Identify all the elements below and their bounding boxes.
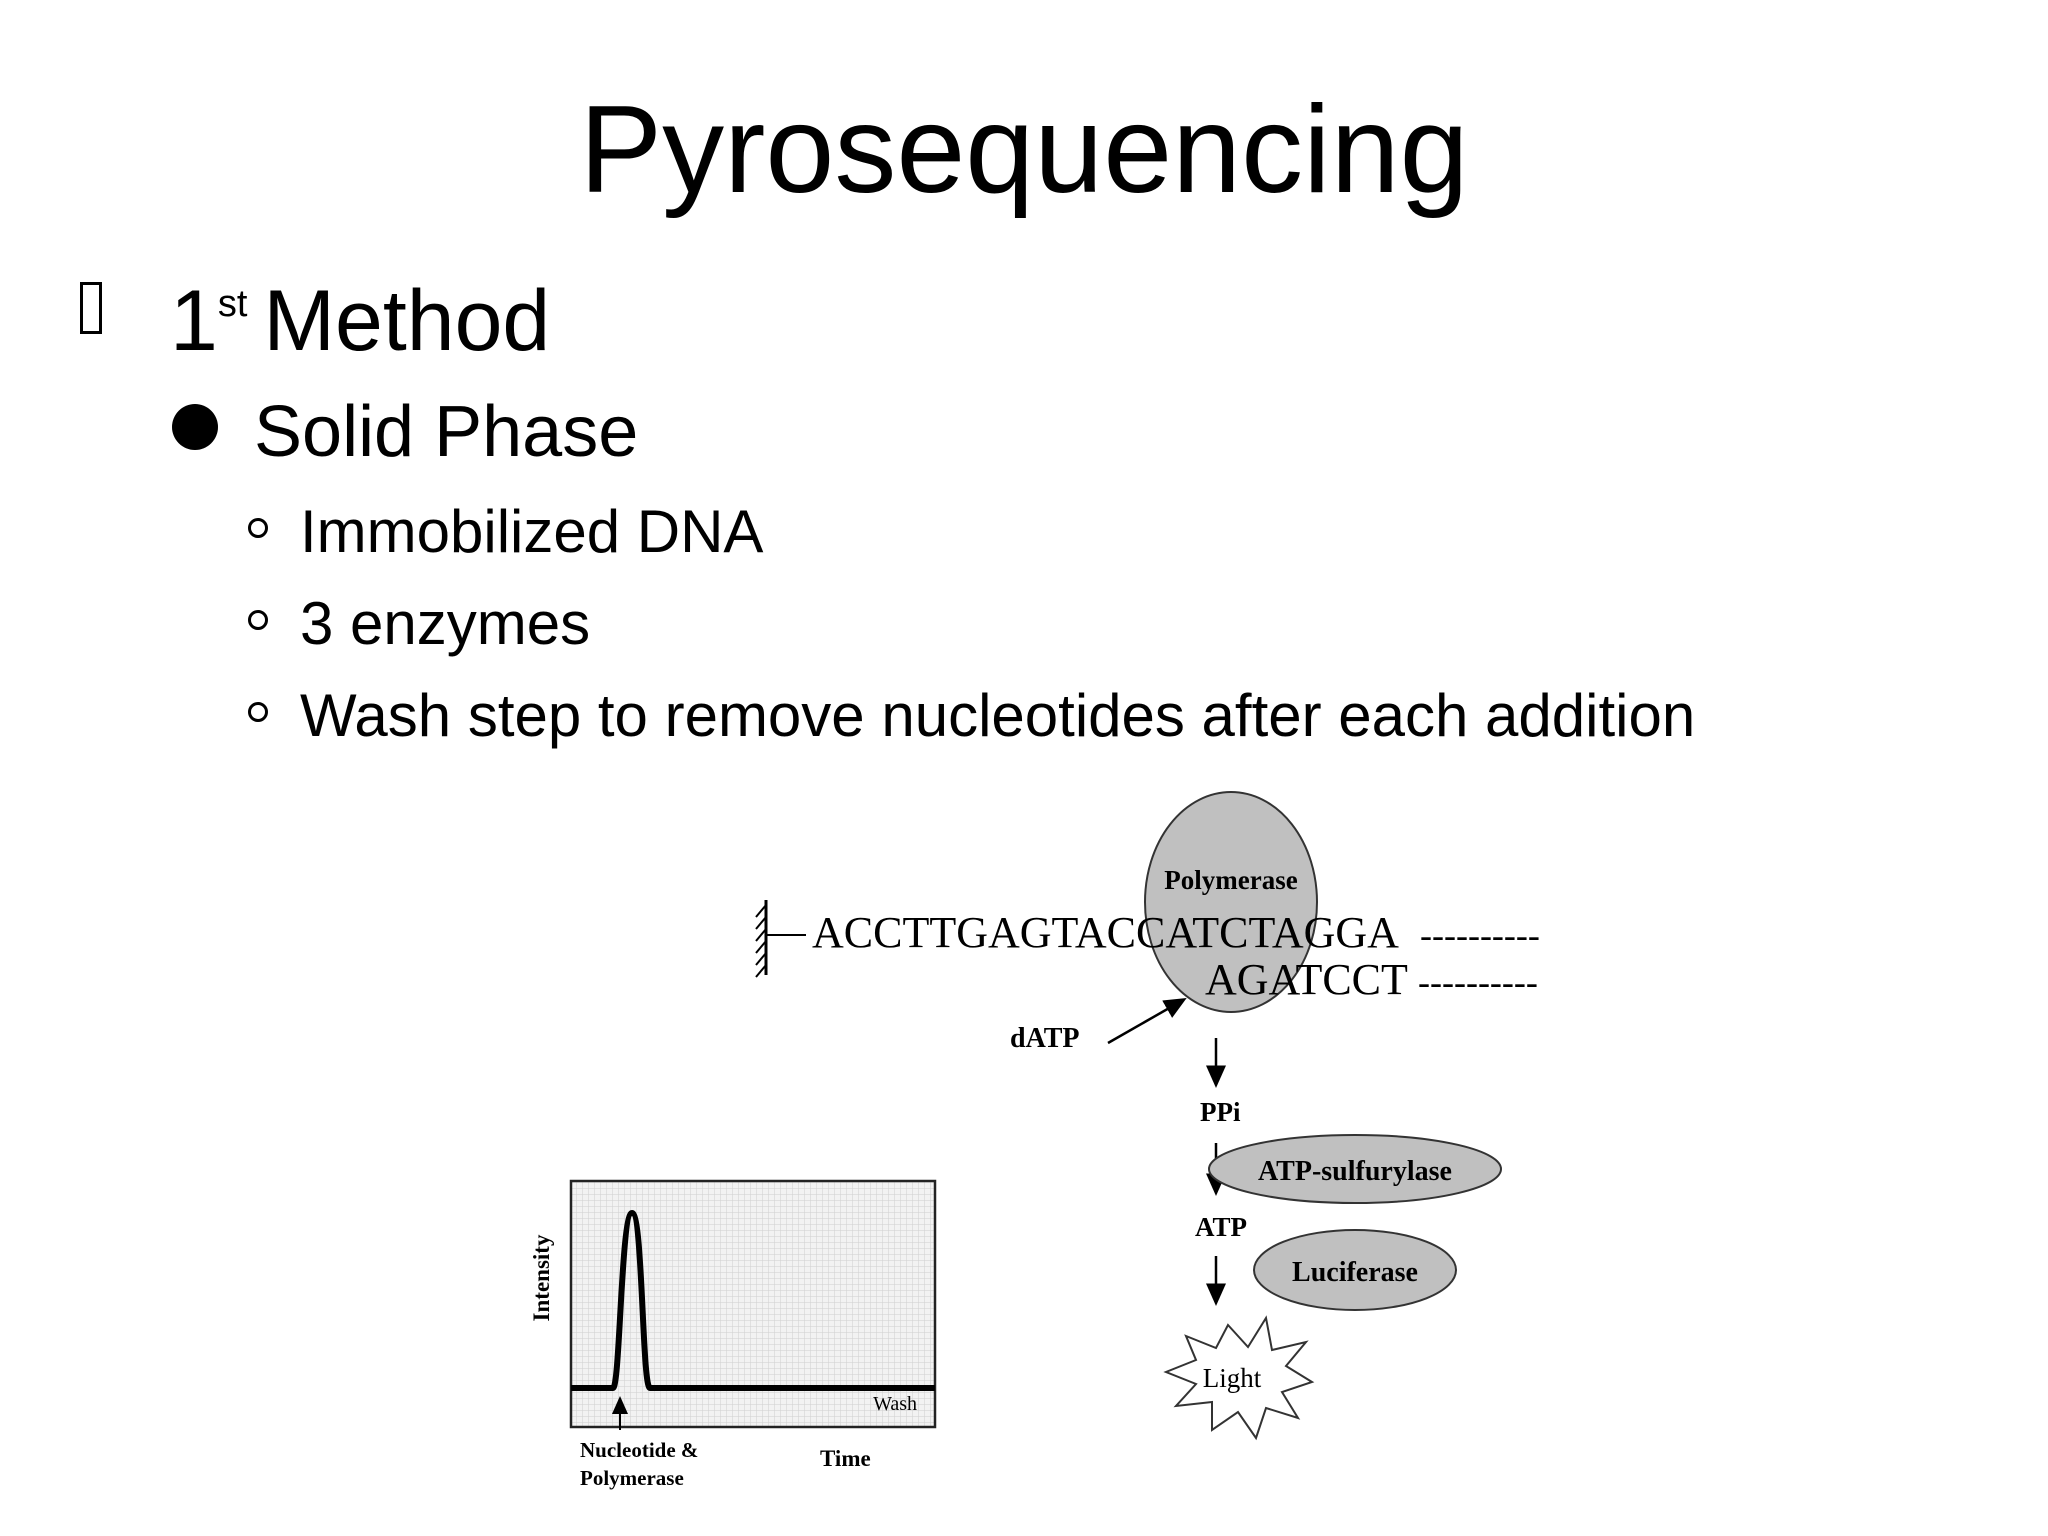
level3-label: Immobilized DNA (300, 498, 764, 565)
ppi-label: PPi (1200, 1097, 1241, 1127)
nucleotide-annotation: Nucleotide & (580, 1438, 698, 1462)
missing-glyph-bullet-icon (80, 282, 102, 334)
atp-sulfurylase-label: ATP-sulfurylase (1258, 1156, 1452, 1187)
polymerase-annotation: Polymerase (580, 1466, 684, 1490)
filled-circle-bullet-icon (172, 404, 218, 450)
hollow-circle-bullet-icon (248, 610, 268, 630)
intensity-chart: Intensity Wash Nucleotide & Polymerase T… (529, 1179, 937, 1490)
datp-label: dATP (1010, 1023, 1080, 1054)
level3-label: 3 enzymes (300, 590, 591, 657)
arrow-icon (1107, 998, 1187, 1045)
intensity-trace (571, 1209, 935, 1391)
polymerase-ellipse (1144, 791, 1318, 1013)
light-label: Light (1203, 1363, 1262, 1393)
template-strand: ACCTTGAGTACCATCTAGGA (812, 908, 1399, 957)
light-starburst-icon (1163, 1315, 1315, 1441)
solid-support-icon (755, 900, 806, 978)
template-dashes: ---------- (1420, 915, 1540, 955)
luciferase-ellipse (1253, 1229, 1457, 1311)
level1-number: 1 (170, 273, 218, 369)
atp-label: ATP (1195, 1212, 1247, 1242)
level1-label: Method (263, 273, 551, 369)
luciferase-label: Luciferase (1292, 1257, 1418, 1288)
primer-strand: AGATCCT (1205, 955, 1408, 1004)
hollow-circle-bullet-icon (248, 702, 268, 722)
x-axis-label: Time (820, 1446, 871, 1471)
level2-label: Solid Phase (254, 392, 639, 472)
polymerase-label: Polymerase (1164, 865, 1297, 895)
y-axis-label: Intensity (529, 1234, 554, 1321)
hollow-circle-bullet-icon (248, 518, 268, 538)
level3-label: Wash step to remove nucleotides after ea… (300, 682, 1696, 749)
wash-annotation: Wash (873, 1393, 917, 1415)
primer-dashes: ---------- (1418, 962, 1538, 1002)
level1-superscript: st (217, 283, 248, 325)
slide-title: Pyrosequencing (579, 81, 1469, 219)
atp-sulfurylase-ellipse (1208, 1134, 1502, 1204)
